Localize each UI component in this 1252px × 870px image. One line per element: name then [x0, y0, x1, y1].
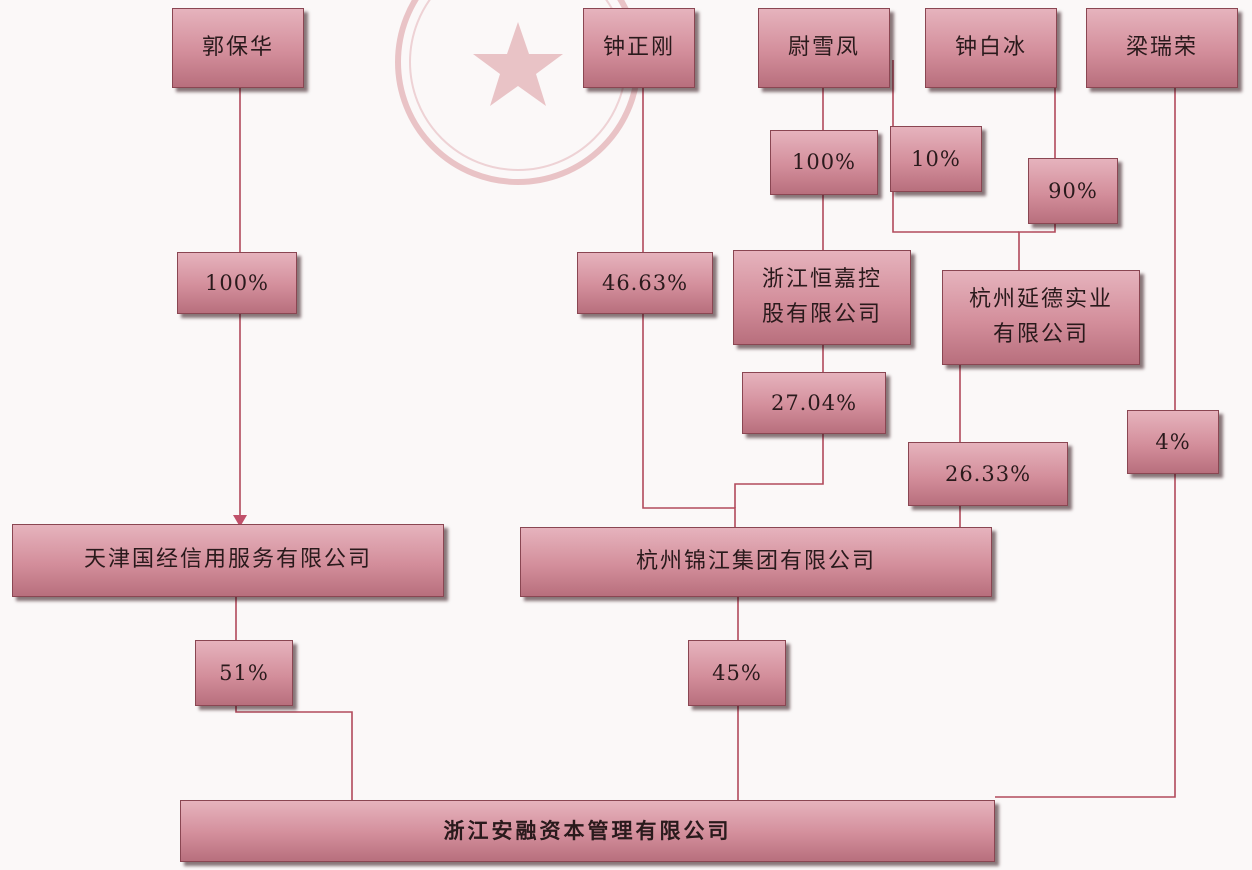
person-wei-xuefeng: 尉雪凤: [758, 8, 890, 88]
pct-yande-jinjiang: 26.33%: [908, 442, 1068, 506]
person-label: 梁瑞荣: [1125, 34, 1198, 60]
pct-label: 51%: [219, 660, 269, 685]
company-label: 杭州延德实业有限公司: [969, 287, 1114, 347]
person-zhong-zhenggang: 钟正刚: [583, 8, 695, 88]
pct-label: 90%: [1048, 178, 1098, 203]
company-label: 浙江恒嘉控股有限公司: [761, 267, 882, 327]
pct-hengjia-jinjiang: 27.04%: [742, 372, 886, 434]
pct-zhong-jinjiang: 46.63%: [577, 252, 713, 314]
pct-guo-tianjin: 100%: [177, 252, 297, 314]
company-hengjia: 浙江恒嘉控股有限公司: [733, 250, 911, 345]
company-jinjiang: 杭州锦江集团有限公司: [520, 527, 992, 597]
company-label: 天津国经信用服务有限公司: [83, 547, 372, 573]
company-tianjin: 天津国经信用服务有限公司: [12, 524, 444, 597]
person-label: 尉雪凤: [787, 34, 860, 60]
company-anrong: 浙江安融资本管理有限公司: [180, 800, 995, 862]
pct-label: 26.33%: [944, 461, 1032, 486]
person-liang-ruirong: 梁瑞荣: [1086, 8, 1238, 88]
pct-label: 100%: [791, 150, 857, 175]
pct-label: 46.63%: [601, 270, 689, 295]
pct-label: 27.04%: [770, 390, 858, 415]
pct-label: 100%: [204, 270, 270, 295]
pct-tianjin-anrong: 51%: [195, 640, 293, 706]
pct-liang-anrong: 4%: [1127, 410, 1219, 474]
company-label: 浙江安融资本管理有限公司: [443, 818, 732, 843]
pct-label: 45%: [712, 660, 762, 685]
company-label: 杭州锦江集团有限公司: [635, 548, 876, 574]
person-label: 钟白冰: [954, 34, 1027, 60]
pct-wei-hengjia: 100%: [770, 130, 878, 195]
pct-jinjiang-anrong: 45%: [688, 640, 786, 706]
person-label: 郭保华: [201, 34, 274, 60]
person-guo-baohua: 郭保华: [172, 8, 304, 88]
pct-zhongbai-yande: 90%: [1028, 158, 1118, 224]
person-label: 钟正刚: [602, 34, 675, 60]
company-yande: 杭州延德实业有限公司: [942, 270, 1140, 365]
pct-label: 4%: [1155, 429, 1191, 454]
pct-wei-yande: 10%: [890, 126, 982, 192]
pct-label: 10%: [911, 146, 961, 171]
person-zhong-baibing: 钟白冰: [925, 8, 1057, 88]
